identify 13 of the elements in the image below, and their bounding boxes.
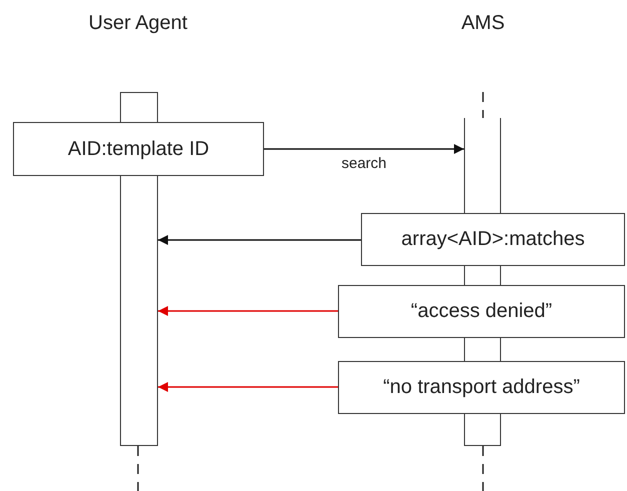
message-box: array<AID>:matches xyxy=(361,213,625,266)
edge-label: search xyxy=(341,155,387,172)
lifeline-title: AMS xyxy=(461,12,505,35)
message-box: AID:template ID xyxy=(13,122,264,176)
message-box: “access denied” xyxy=(338,285,625,338)
message-arrow xyxy=(158,306,338,316)
message-box: “no transport address” xyxy=(338,361,625,414)
message-arrow xyxy=(264,144,464,154)
activation-bar xyxy=(464,118,501,213)
message-arrow xyxy=(158,235,361,245)
message-arrow xyxy=(158,382,338,392)
lifeline-title: User Agent xyxy=(88,12,188,35)
activation-bar xyxy=(120,176,158,446)
